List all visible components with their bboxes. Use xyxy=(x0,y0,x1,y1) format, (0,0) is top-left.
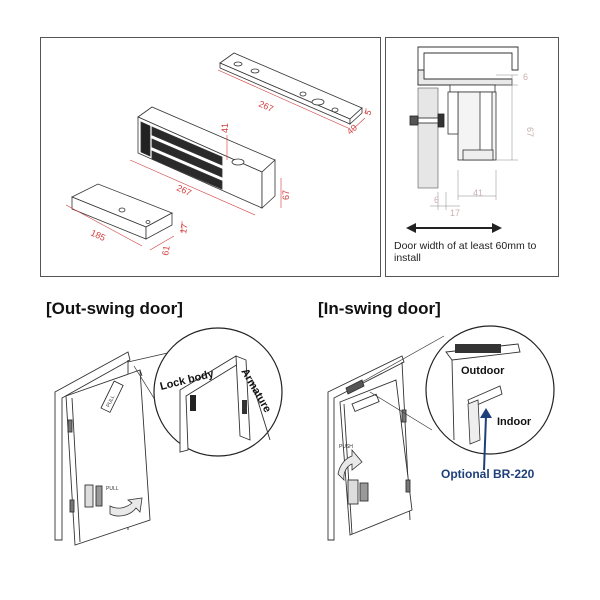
body-width-label: 41 xyxy=(220,123,230,133)
pull-sign: PULL xyxy=(100,380,124,413)
out-swing-heading: [Out-swing door] xyxy=(46,299,183,318)
dim-top-label: 6 xyxy=(523,72,528,82)
in-swing-callout xyxy=(361,325,555,471)
out-swing-callout xyxy=(127,327,283,457)
pull-sign-text: PULL xyxy=(105,394,116,408)
optional-bracket-label: Optional BR-220 xyxy=(441,467,535,481)
mounting-bracket xyxy=(447,84,497,161)
push-arrow-icon xyxy=(337,448,363,482)
dim-bottom-label: 6 xyxy=(434,195,439,205)
plate-width-label: 40 xyxy=(345,122,359,136)
armature-plate xyxy=(71,183,173,240)
indoor-label: Indoor xyxy=(497,416,532,428)
armature-thickness-label: 17 xyxy=(178,223,190,235)
body-height-label: 67 xyxy=(281,190,291,200)
door-width-arrow xyxy=(406,223,502,233)
door-leaf xyxy=(417,87,439,189)
pull-arrow-icon xyxy=(109,497,143,517)
dim-41-label: 41 xyxy=(473,188,483,198)
lock-body xyxy=(137,106,276,209)
push-small-text: PUSH xyxy=(339,444,353,450)
door-frame xyxy=(327,355,405,541)
door-frame xyxy=(54,351,131,541)
dim-17-label: 17 xyxy=(450,208,460,218)
plate-thickness-label: 5 xyxy=(362,109,373,117)
mounting-plate xyxy=(219,52,363,125)
screw-icon xyxy=(409,113,445,128)
installation-note: Door width of at least 60mm to install xyxy=(394,240,537,264)
armature-width-label: 61 xyxy=(160,245,172,257)
pull-small-text: PULL xyxy=(106,486,119,492)
dim-height-label: 67 xyxy=(525,127,535,137)
in-swing-heading: [In-swing door] xyxy=(318,299,441,318)
outdoor-label: Outdoor xyxy=(461,365,505,377)
